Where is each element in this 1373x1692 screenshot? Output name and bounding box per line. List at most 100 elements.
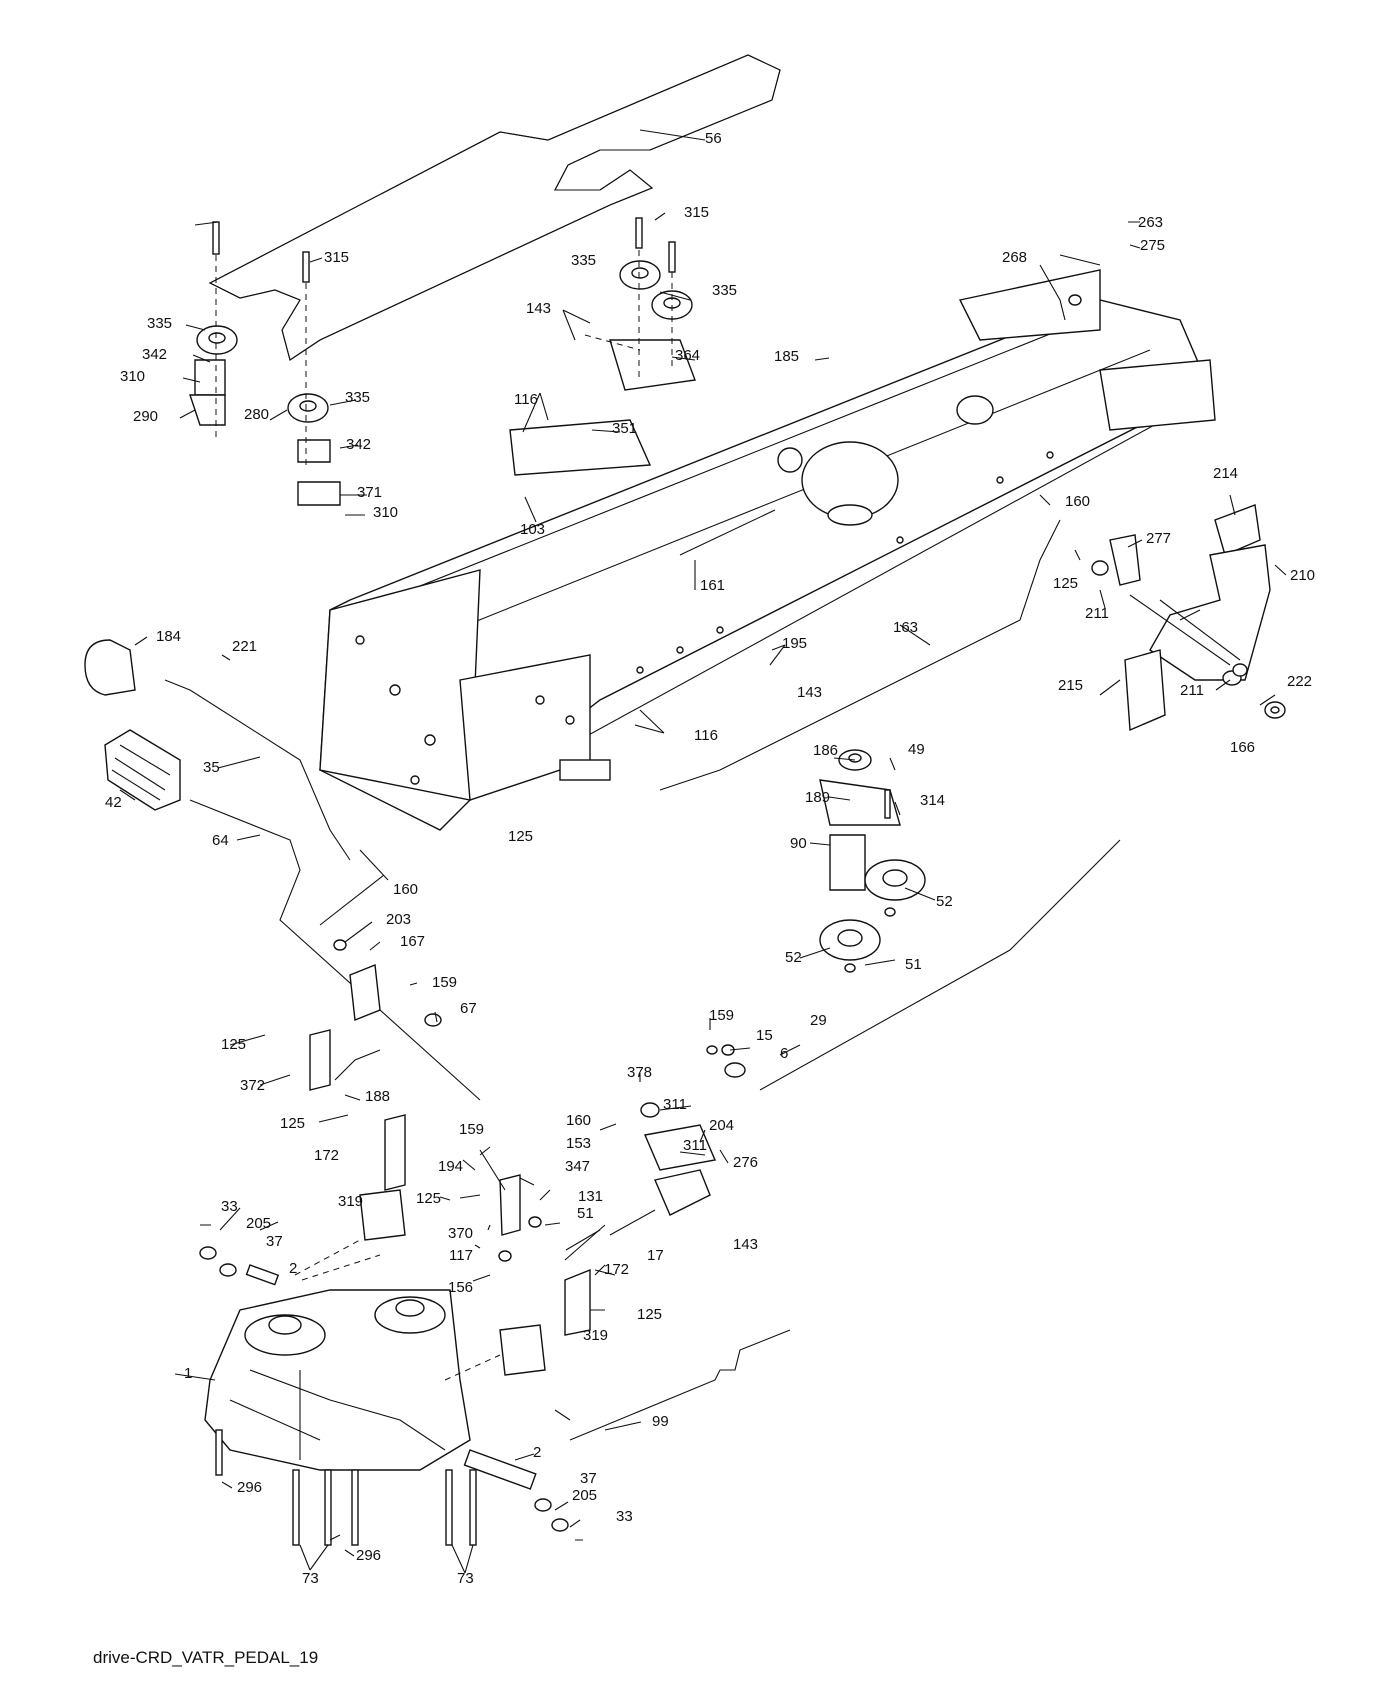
callout-131: 131 (578, 1188, 603, 1205)
callout-188: 188 (365, 1088, 390, 1105)
callout-311: 311 (663, 1096, 687, 1113)
callout-172: 172 (314, 1147, 339, 1164)
callout-351: 351 (612, 420, 637, 437)
callout-222: 222 (1287, 673, 1312, 690)
callout-125: 125 (637, 1306, 662, 1323)
callout-90: 90 (790, 835, 807, 852)
callout-116: 116 (694, 727, 718, 744)
callout-labels: 56 315 315 335 335 335 335 342 342 310 3… (105, 130, 1315, 1587)
callout-166: 166 (1230, 739, 1255, 756)
callout-311: 311 (683, 1137, 707, 1154)
callout-125: 125 (221, 1036, 246, 1053)
callout-52: 52 (936, 893, 953, 910)
callout-185: 185 (774, 348, 799, 365)
leader-lines (119, 129, 1287, 1574)
callout-125: 125 (1053, 575, 1078, 592)
pedal-assembly (1091, 504, 1286, 732)
callout-2: 2 (289, 1260, 297, 1277)
callout-275: 275 (1140, 237, 1165, 254)
callout-159: 159 (432, 974, 457, 991)
callout-335: 335 (345, 389, 370, 406)
callout-268: 268 (1002, 249, 1027, 266)
callout-172: 172 (604, 1261, 629, 1278)
callout-378: 378 (627, 1064, 652, 1081)
callout-103: 103 (520, 521, 545, 538)
callout-17: 17 (647, 1247, 664, 1264)
callout-64: 64 (212, 832, 229, 849)
linkage-rods (164, 519, 1121, 1441)
callout-203: 203 (386, 911, 411, 928)
callout-33: 33 (221, 1198, 238, 1215)
callout-335: 335 (712, 282, 737, 299)
callout-56: 56 (705, 130, 722, 147)
callout-2: 2 (533, 1444, 541, 1461)
callout-33: 33 (616, 1508, 633, 1525)
callout-73: 73 (302, 1570, 319, 1587)
callout-184: 184 (156, 628, 181, 645)
tractor-frame (319, 269, 1216, 831)
control-bracket-group (309, 964, 746, 1336)
callout-310: 310 (373, 504, 398, 521)
callout-296: 296 (356, 1547, 381, 1564)
callout-159: 159 (709, 1007, 734, 1024)
callout-186: 186 (813, 742, 838, 759)
callout-342: 342 (346, 436, 371, 453)
callout-314: 314 (920, 792, 945, 809)
idler-pulley-group (189, 217, 696, 506)
callout-160: 160 (1065, 493, 1090, 510)
callout-125: 125 (416, 1190, 441, 1207)
callout-210: 210 (1290, 567, 1315, 584)
callout-49: 49 (908, 741, 925, 758)
callout-315: 315 (684, 204, 709, 221)
callout-117: 117 (449, 1247, 473, 1264)
callout-296: 296 (237, 1479, 262, 1496)
callout-205: 205 (572, 1487, 597, 1504)
diagram-caption: drive-CRD_VATR_PEDAL_19 (93, 1648, 319, 1667)
callout-372: 372 (240, 1077, 265, 1094)
callout-195: 195 (782, 635, 807, 652)
callout-189: 189 (805, 789, 830, 806)
callout-125: 125 (508, 828, 533, 845)
callout-319: 319 (338, 1193, 363, 1210)
springs (609, 264, 1066, 1236)
speed-pedal (84, 639, 181, 811)
callout-6: 6 (780, 1045, 788, 1062)
callout-370: 370 (448, 1225, 473, 1242)
callout-335: 335 (147, 315, 172, 332)
callout-215: 215 (1058, 677, 1083, 694)
callout-29: 29 (810, 1012, 827, 1029)
callout-347: 347 (565, 1158, 590, 1175)
callout-167: 167 (400, 933, 425, 950)
callout-15: 15 (756, 1027, 773, 1044)
callout-205: 205 (246, 1215, 271, 1232)
callout-35: 35 (203, 759, 220, 776)
callout-194: 194 (438, 1158, 463, 1175)
drive-belt (208, 54, 781, 361)
callout-371: 371 (357, 484, 382, 501)
callout-37: 37 (580, 1470, 597, 1487)
callout-342: 342 (142, 346, 167, 363)
callout-99: 99 (652, 1413, 669, 1430)
callout-51: 51 (577, 1205, 594, 1222)
callout-161: 161 (700, 577, 725, 594)
callout-143: 143 (797, 684, 822, 701)
callout-315: 315 (324, 249, 349, 266)
callout-160: 160 (566, 1112, 591, 1129)
callout-159: 159 (459, 1121, 484, 1138)
callout-73: 73 (457, 1570, 474, 1587)
callout-160: 160 (393, 881, 418, 898)
callout-37: 37 (266, 1233, 283, 1250)
callout-335: 335 (571, 252, 596, 269)
callout-156: 156 (448, 1279, 473, 1296)
callout-1: 1 (184, 1365, 192, 1382)
callout-143: 143 (526, 300, 551, 317)
callout-221: 221 (232, 638, 257, 655)
callout-51: 51 (905, 956, 922, 973)
callout-319: 319 (583, 1327, 608, 1344)
washers (199, 294, 1082, 1532)
center-pulleys (819, 749, 926, 973)
callout-116: 116 (514, 391, 538, 408)
callout-42: 42 (105, 794, 122, 811)
callout-52: 52 (785, 949, 802, 966)
